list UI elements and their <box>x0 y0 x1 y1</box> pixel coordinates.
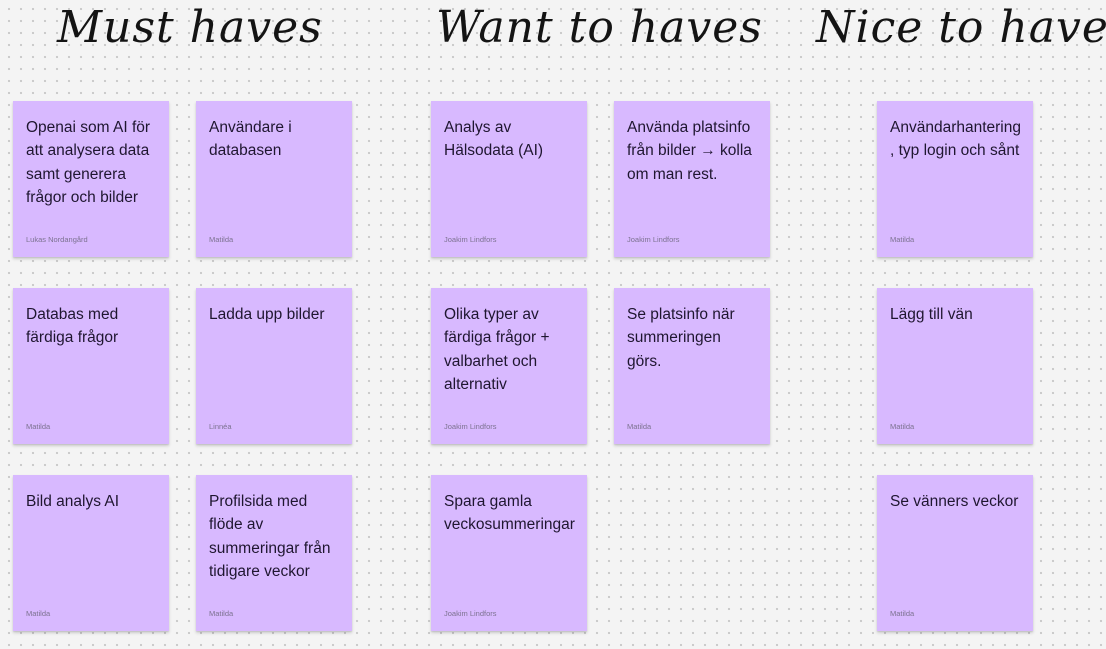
sticky-note[interactable]: Ladda upp bilder Linnéa <box>196 288 352 444</box>
sticky-note-text: Se platsinfo när summeringen görs. <box>627 306 735 370</box>
sticky-note-author: Joakim Lindfors <box>444 609 497 618</box>
sticky-note-text: Använda platsinfo från bilder → kolla om… <box>627 119 752 183</box>
sticky-note[interactable]: Olika typer av färdiga frågor + valbarhe… <box>431 288 587 444</box>
sticky-note[interactable]: Använda platsinfo från bilder → kolla om… <box>614 101 770 257</box>
sticky-note-author: Lukas Nordangård <box>26 235 88 244</box>
sticky-note-author: Joakim Lindfors <box>444 422 497 431</box>
sticky-note-author: Matilda <box>209 235 234 244</box>
sticky-note-author: Matilda <box>890 422 915 431</box>
sticky-note-author: Matilda <box>890 609 915 618</box>
column-heading-nice-to-have[interactable]: Nice to have <box>816 2 1106 53</box>
sticky-note-author: Joakim Lindfors <box>444 235 497 244</box>
sticky-note[interactable]: Användare i databasen Matilda <box>196 101 352 257</box>
sticky-note-text: Användarhantering, typ login och sånt <box>890 119 1021 160</box>
sticky-note[interactable]: Databas med färdiga frågor Matilda <box>13 288 169 444</box>
sticky-note[interactable]: Spara gamla veckosummeringar Joakim Lind… <box>431 475 587 631</box>
sticky-note[interactable]: Bild analys AI Matilda <box>13 475 169 631</box>
column-heading-must-haves[interactable]: Must haves <box>57 2 323 53</box>
sticky-note-text: Profilsida med flöde av summeringar från… <box>209 493 331 580</box>
sticky-note-text: Spara gamla veckosummeringar <box>444 493 575 534</box>
sticky-note[interactable]: Lägg till vän Matilda <box>877 288 1033 444</box>
sticky-note-text: Olika typer av färdiga frågor + valbarhe… <box>444 306 550 393</box>
sticky-note-text: Bild analys AI <box>26 493 120 510</box>
sticky-note-author: Matilda <box>26 422 51 431</box>
sticky-note[interactable]: Användarhantering, typ login och sånt Ma… <box>877 101 1033 257</box>
sticky-note-text: Openai som AI för att analysera data sam… <box>26 119 151 206</box>
sticky-note[interactable]: Analys av Hälsodata (AI) Joakim Lindfors <box>431 101 587 257</box>
sticky-note[interactable]: Se vänners veckor Matilda <box>877 475 1033 631</box>
sticky-note-text: Användare i databasen <box>209 119 292 160</box>
sticky-note-text: Databas med färdiga frågor <box>26 306 119 347</box>
sticky-note-author: Matilda <box>26 609 51 618</box>
sticky-note-author: Matilda <box>209 609 234 618</box>
sticky-note-text: Lägg till vän <box>890 306 973 323</box>
sticky-note-author: Matilda <box>890 235 915 244</box>
sticky-note-author: Linnéa <box>209 422 232 431</box>
sticky-note[interactable]: Openai som AI för att analysera data sam… <box>13 101 169 257</box>
sticky-note-author: Joakim Lindfors <box>627 235 680 244</box>
sticky-note-author: Matilda <box>627 422 652 431</box>
sticky-note-text: Ladda upp bilder <box>209 306 325 323</box>
sticky-note[interactable]: Profilsida med flöde av summeringar från… <box>196 475 352 631</box>
sticky-note-text: Analys av Hälsodata (AI) <box>444 119 544 160</box>
sticky-note-text: Se vänners veckor <box>890 493 1019 510</box>
column-heading-want-to-haves[interactable]: Want to haves <box>436 2 763 53</box>
sticky-note[interactable]: Se platsinfo när summeringen görs. Matil… <box>614 288 770 444</box>
